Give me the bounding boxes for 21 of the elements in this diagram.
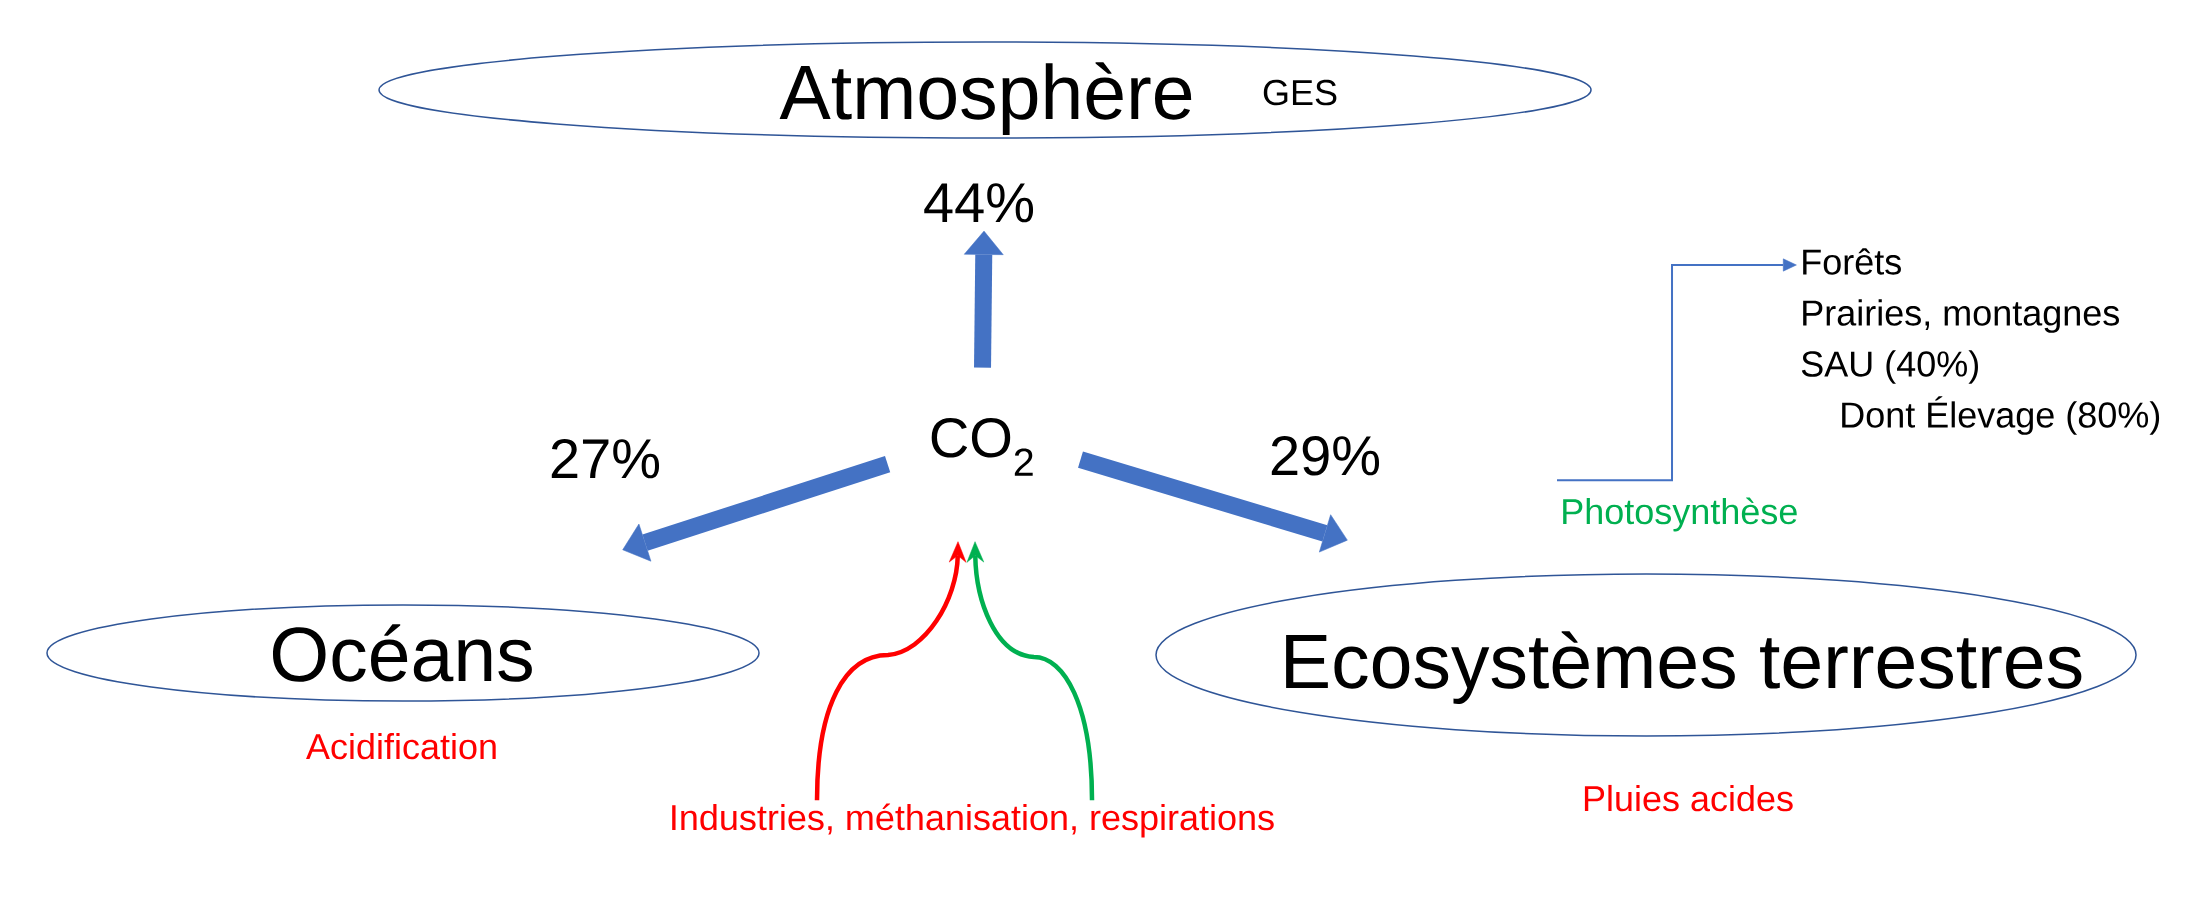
block-arrow [622,456,891,562]
caption-label: Pluies acides [1584,784,1793,812]
formula-label: CO$_{2}$ [931,417,1033,476]
block-arrow [1078,451,1348,553]
ellipse-node: Océans [46,604,760,702]
curved-arrow [966,541,1095,801]
edge-label: 44% [920,181,1038,225]
list-item: SAU (40%) [1801,350,1978,384]
edge-label: 27% [546,436,664,481]
caption-label: Acidification [306,732,496,760]
list-item: Forêts [1803,248,1901,275]
ellipse-node: Ecosystèmes terrestres [1155,573,2137,737]
abbreviation-label: GES [1263,79,1337,106]
source-label: Industries, méthanisation, respirations [672,803,1274,838]
curved-arrow [814,541,967,801]
list-item: Prairies, montagnes [1803,299,2119,333]
elbow-arrow [1556,258,1797,482]
list-item: Dont Élevage (80%) [1842,396,2160,435]
block-arrow [964,230,1004,368]
edge-label: 29% [1267,433,1384,478]
process-label: Photosynthèse [1563,497,1797,532]
